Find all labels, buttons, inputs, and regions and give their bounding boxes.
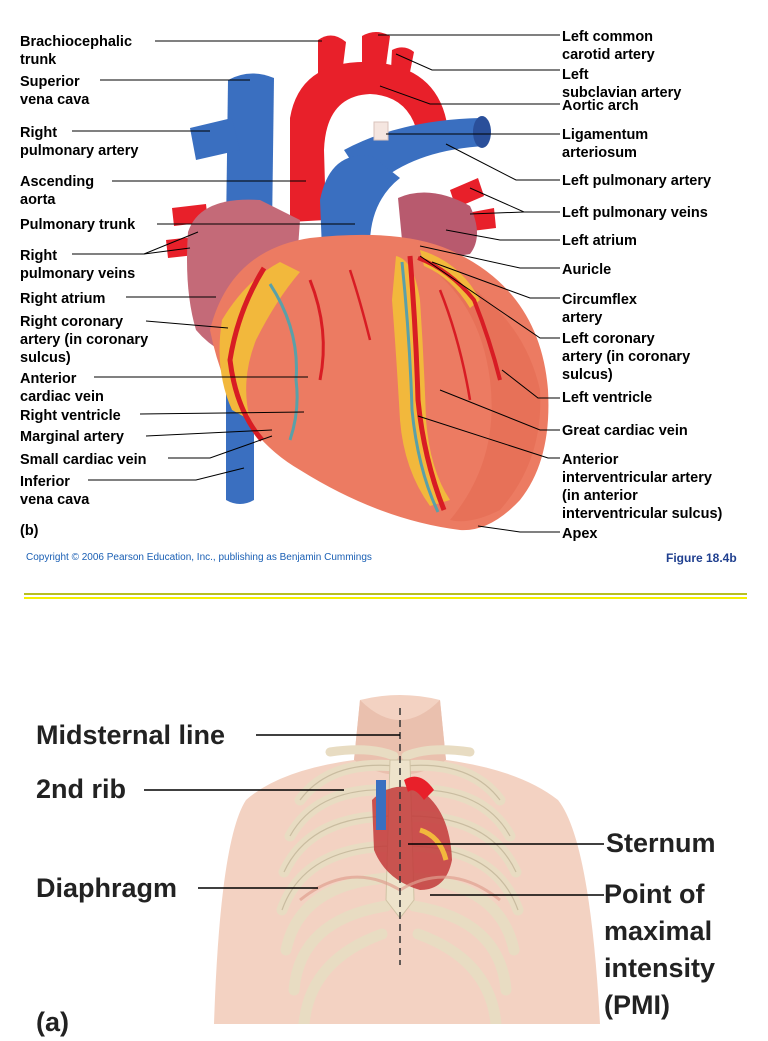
label-diaphragm: Diaphragm [36, 873, 178, 903]
anterior-cardiac-vein [268, 283, 299, 441]
label-ligamentum-arteriosum: Ligamentum arteriosum [562, 127, 649, 161]
label-brachiocephalic-trunk: Brachiocephalic trunk [20, 34, 133, 68]
label-ascending-aorta: Ascending aorta [20, 174, 95, 208]
label-circumflex-artery: Circumflex artery [562, 292, 637, 326]
label-apex: Apex [562, 526, 598, 542]
label-anterior-interventricular-artery: Anterior interventricular artery (in ant… [562, 452, 723, 522]
label-superior-vena-cava: Superior vena cava [20, 74, 90, 108]
right-coronary-artery [227, 266, 267, 442]
label-left-subclavian: Left subclavian artery [562, 67, 682, 101]
label-left-pulmonary-veins: Left pulmonary veins [562, 205, 708, 221]
label-left-coronary-artery: Left coronary artery (in coronary sulcus… [562, 331, 691, 383]
panel-letter-a: (a) [36, 1007, 69, 1037]
label-left-common-carotid: Left common carotid artery [562, 29, 655, 63]
label-right-pulmonary-veins: Right pulmonary veins [20, 248, 136, 282]
divider-rule-dark [24, 593, 747, 595]
label-left-pulmonary-artery: Left pulmonary artery [562, 173, 712, 189]
figure-number: Figure 18.4b [666, 551, 737, 565]
label-2nd-rib: 2nd rib [36, 774, 127, 804]
label-pmi: Point of maximal intensity (PMI) [604, 879, 716, 1020]
thorax-diagram [144, 695, 604, 1024]
label-inferior-vena-cava: Inferior vena cava [20, 474, 90, 508]
label-right-atrium: Right atrium [20, 291, 106, 307]
label-right-ventricle: Right ventricle [20, 408, 121, 424]
label-great-cardiac-vein: Great cardiac vein [562, 423, 688, 439]
ventricles [210, 234, 549, 531]
copyright-text: Copyright © 2006 Pearson Education, Inc.… [26, 552, 372, 563]
label-pulmonary-trunk: Pulmonary trunk [20, 217, 136, 233]
coronary-fat-right [219, 262, 300, 420]
label-anterior-cardiac-vein: Anterior cardiac vein [20, 371, 104, 405]
panel-letter-b: (b) [20, 523, 39, 539]
right-pulmonary-artery [190, 118, 240, 160]
pulmonary-trunk [320, 155, 400, 250]
label-small-cardiac-vein: Small cardiac vein [20, 452, 147, 468]
label-midsternal-line: Midsternal line [36, 720, 226, 750]
divider-rule-bright [24, 597, 747, 599]
label-left-ventricle: Left ventricle [562, 390, 653, 406]
anterior-interventricular-artery [407, 255, 447, 511]
heart-diagram [72, 32, 560, 533]
label-aortic-arch: Aortic arch [562, 98, 639, 114]
label-right-coronary-artery: Right coronary artery (in coronary sulcu… [20, 314, 149, 366]
label-right-pulmonary-artery: Right pulmonary artery [20, 125, 139, 159]
left-pulmonary-veins [450, 178, 496, 232]
ventricle-shade [420, 260, 541, 522]
label-left-atrium: Left atrium [562, 233, 637, 249]
label-auricle: Auricle [562, 262, 612, 278]
label-marginal-artery: Marginal artery [20, 429, 124, 445]
anterior-interventricular-vein [400, 261, 440, 513]
label-sternum: Sternum [606, 828, 716, 858]
aortic-arch [290, 61, 448, 222]
heart-small [372, 786, 452, 890]
superior-vena-cava [226, 73, 274, 230]
